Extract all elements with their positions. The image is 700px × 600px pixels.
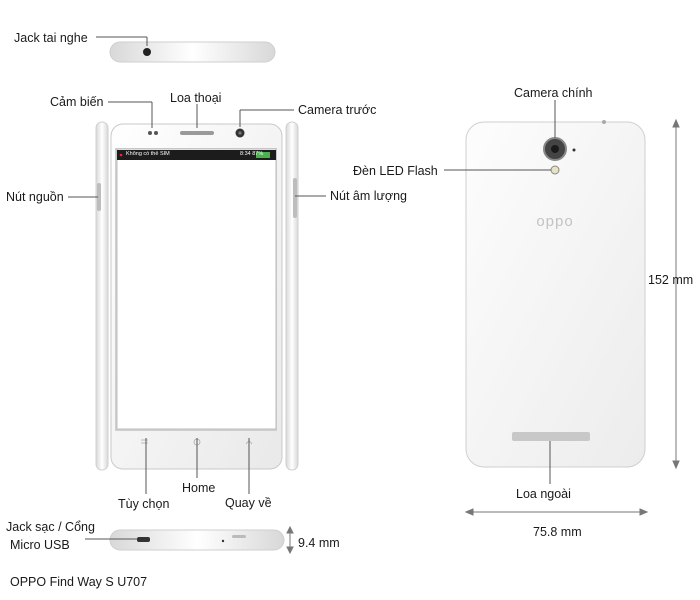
speaker-grille (512, 432, 590, 441)
phone-top-view (109, 41, 276, 63)
options-key-icon (141, 439, 148, 444)
status-bar-carrier: Không có thẻ SIM (126, 151, 170, 157)
model-caption: OPPO Find Way S U707 (10, 575, 148, 589)
label-volume-button: Nút âm lượng (330, 189, 408, 203)
label-width: 75.8 mm (533, 525, 582, 539)
led-flash (550, 165, 560, 175)
power-button-shape (97, 183, 101, 211)
leader-lines (68, 36, 556, 540)
headphone-jack-hole (143, 48, 151, 56)
label-charging-port-line2: Micro USB (10, 538, 70, 552)
label-earpiece: Loa thoại (170, 91, 222, 105)
phone-right-side (285, 121, 299, 471)
label-front-camera: Camera trước (298, 103, 377, 117)
micro-usb-port (137, 537, 150, 542)
oppo-logo: oppo (536, 213, 573, 230)
status-bar-time-battery: 8:34 87% (240, 151, 264, 157)
phone-front (110, 123, 283, 470)
earpiece-grille (180, 131, 214, 135)
status-bar (117, 150, 276, 160)
label-power-button: Nút nguồn (6, 190, 64, 204)
label-sensor: Cảm biến (50, 95, 104, 109)
label-headphone-jack: Jack tai nghe (14, 31, 88, 45)
phone-back (465, 120, 646, 468)
label-back: Quay về (225, 496, 272, 510)
phone-bottom-view (109, 529, 285, 551)
label-led-flash: Đèn LED Flash (353, 164, 438, 178)
volume-button-shape (293, 178, 297, 218)
label-options: Tùy chọn (118, 497, 170, 511)
sensor-dot (148, 131, 152, 135)
sensor-dot (154, 131, 158, 135)
label-height: 152 mm (648, 273, 694, 287)
phone-left-side (95, 121, 109, 471)
label-loudspeaker: Loa ngoài (516, 487, 571, 501)
label-thickness: 9.4 mm (298, 536, 340, 550)
screen (116, 148, 277, 430)
label-home: Home (182, 481, 216, 495)
label-main-camera: Camera chính (514, 86, 593, 100)
label-charging-port-line1: Jack sạc / Cổng (6, 520, 95, 534)
dimension-arrows (286, 118, 680, 555)
